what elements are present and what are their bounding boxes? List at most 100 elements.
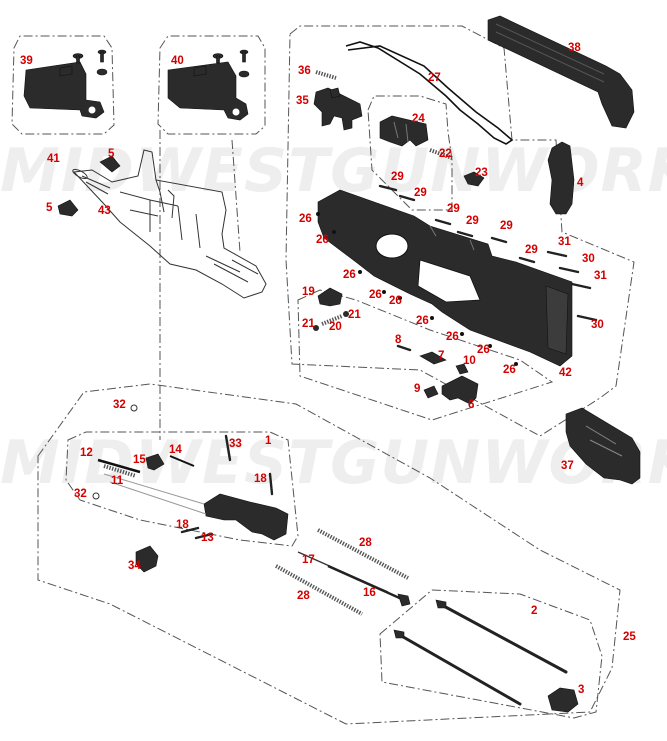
callout-label-32b: 32 (74, 488, 87, 500)
callout-label-14: 14 (169, 444, 182, 456)
callout-label-26c: 26 (343, 269, 356, 281)
detent-26a (316, 212, 320, 216)
callout-label-1: 1 (265, 435, 272, 447)
part-24-block (379, 115, 429, 147)
callout-label-26i: 26 (503, 364, 516, 376)
part-32-rings (92, 404, 138, 500)
callout-label-24: 24 (412, 113, 425, 125)
part-22-spring (429, 148, 453, 160)
pins-and-detents (316, 184, 598, 366)
pin-29e (490, 236, 508, 244)
part-34-buffer (135, 545, 159, 573)
callout-label-33: 33 (229, 438, 242, 450)
callout-label-38: 38 (568, 42, 581, 54)
callout-label-29e: 29 (500, 220, 513, 232)
callout-label-32a: 32 (113, 399, 126, 411)
part-4-buttpad (547, 141, 575, 215)
callout-label-29d: 29 (466, 215, 479, 227)
callout-label-22: 22 (439, 148, 452, 160)
callout-label-20: 20 (329, 321, 342, 333)
part-39-cover (23, 49, 108, 119)
callout-label-25: 25 (623, 631, 636, 643)
callout-label-28a: 28 (359, 537, 372, 549)
callout-label-26d: 26 (369, 289, 382, 301)
upper-receiver-frame (57, 149, 267, 299)
callout-label-42: 42 (559, 367, 572, 379)
callout-label-27: 27 (428, 72, 441, 84)
callout-label-35: 35 (296, 95, 309, 107)
part-20-spring (321, 314, 343, 326)
boundary-39 (11, 35, 115, 135)
callout-label-18a: 18 (254, 473, 267, 485)
part-35-latch (313, 87, 363, 131)
pin-30a (558, 266, 580, 274)
callout-label-16: 16 (363, 587, 376, 599)
detent-26h (488, 344, 492, 348)
callout-label-26f: 26 (416, 315, 429, 327)
group-boundaries (11, 25, 635, 725)
part-14-extractor (169, 455, 195, 467)
callout-label-5a: 5 (108, 148, 115, 160)
part-28-springs (275, 528, 409, 616)
callout-label-36: 36 (298, 65, 311, 77)
pin-31b (570, 282, 592, 290)
boundary-barrel-rods (379, 589, 603, 719)
callout-label-9: 9 (414, 383, 420, 395)
callout-label-3: 3 (578, 684, 584, 696)
part-36-spring (315, 70, 337, 80)
callout-label-5b: 5 (46, 202, 53, 214)
pin-29f (518, 256, 536, 264)
boundary-bolt-assembly (37, 383, 621, 725)
part-42-lower-receiver (317, 189, 573, 367)
detent-26e (398, 296, 402, 300)
callout-label-10: 10 (463, 355, 476, 367)
pin-31a (546, 250, 568, 258)
callout-label-21a: 21 (348, 309, 361, 321)
callout-label-29f: 29 (525, 244, 538, 256)
detent-26c (358, 270, 362, 274)
callout-label-43: 43 (98, 205, 111, 217)
part-16-guide (327, 564, 411, 607)
part-12-rod (97, 458, 141, 474)
part-3-block (547, 687, 579, 713)
callout-label-7: 7 (438, 350, 444, 362)
callout-label-17: 17 (302, 554, 315, 566)
part-23-pin (463, 171, 485, 187)
callout-label-23: 23 (475, 167, 488, 179)
callout-label-12: 12 (80, 447, 93, 459)
callout-label-4: 4 (577, 177, 584, 189)
callout-label-31b: 31 (594, 270, 607, 282)
part-27-wire (345, 41, 514, 145)
callout-label-40: 40 (171, 55, 184, 67)
detent-26b (332, 230, 336, 234)
part-6-trigger-housing (441, 375, 479, 405)
boundary-receiver (285, 25, 635, 437)
callout-label-6: 6 (468, 399, 474, 411)
callout-label-19: 19 (302, 286, 315, 298)
callout-label-41: 41 (47, 153, 60, 165)
part-7-plate (419, 351, 447, 365)
part-15-striker (145, 453, 165, 471)
pin-29d (456, 230, 474, 238)
pin-29b (398, 194, 416, 202)
part-10-pin (455, 363, 469, 375)
callout-label-8: 8 (395, 334, 402, 346)
bolt-body (103, 473, 289, 541)
callout-label-31a: 31 (558, 236, 571, 248)
part-13-pin (194, 532, 214, 540)
callout-label-21b: 21 (302, 318, 315, 330)
callout-label-15: 15 (133, 454, 146, 466)
part-33-pin (224, 434, 232, 462)
part-18-pins (180, 472, 274, 534)
callout-label-39: 39 (20, 55, 33, 67)
boundary-link-mid (231, 139, 241, 253)
detent-26g (460, 332, 464, 336)
callout-label-30b: 30 (591, 319, 604, 331)
part-8-pin (396, 344, 412, 352)
part-37-lower-assembly (565, 407, 641, 485)
part-21-pins (313, 311, 349, 331)
detent-26d (382, 290, 386, 294)
detent-26i (514, 362, 518, 366)
callout-label-13: 13 (201, 532, 214, 544)
